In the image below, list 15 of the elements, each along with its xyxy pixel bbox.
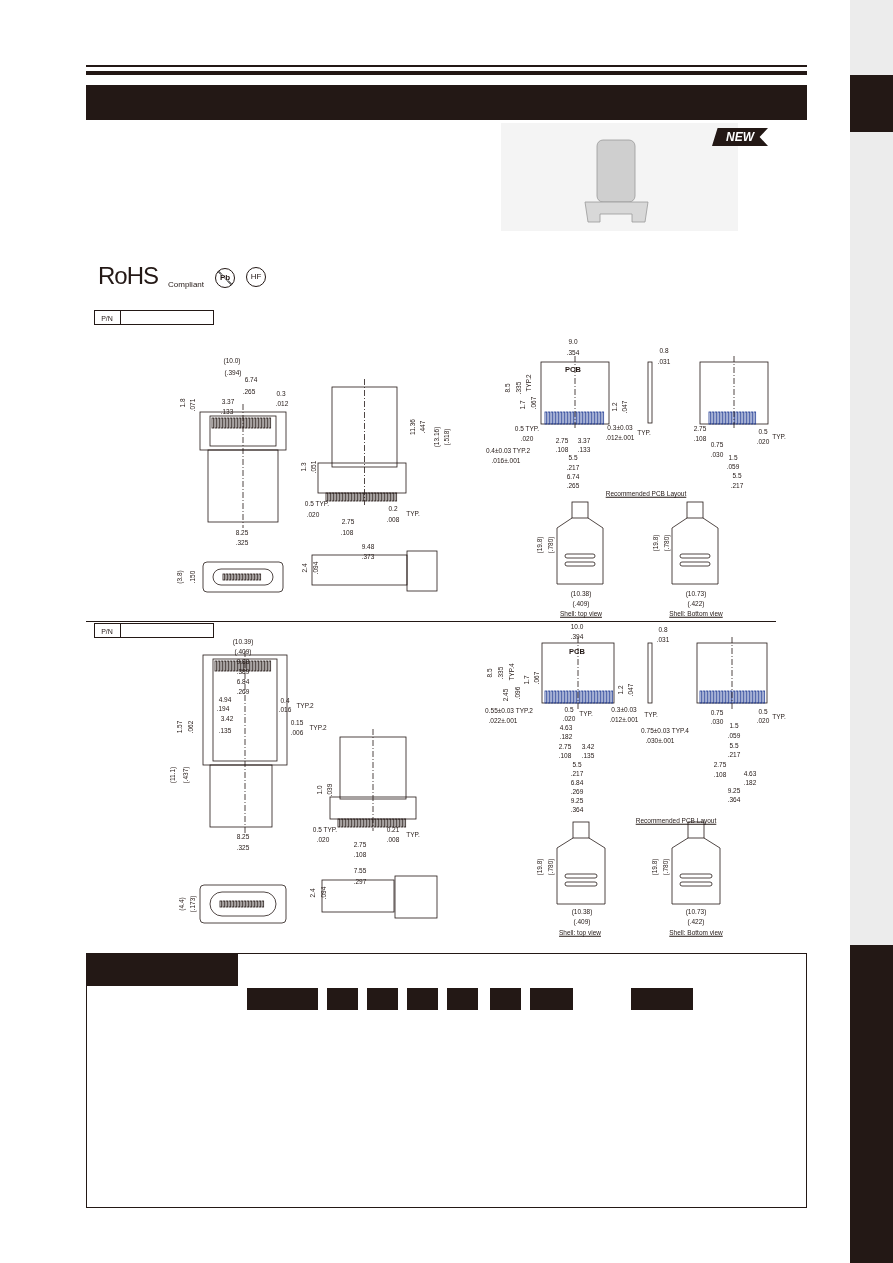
section-tab — [850, 945, 893, 1263]
section-tab — [850, 75, 893, 132]
code-segment-block — [447, 988, 478, 1010]
new-tag: NEW — [712, 128, 768, 146]
code-segment-block — [327, 988, 358, 1010]
compliance-note: Compliant — [168, 281, 204, 289]
code-segment-block — [530, 988, 573, 1010]
code-segment-block — [407, 988, 438, 1010]
code-segment-block — [367, 988, 398, 1010]
code-segment-block — [631, 988, 693, 1010]
code-segment-block — [247, 988, 318, 1010]
panel-heading-bar — [86, 953, 238, 986]
rohs-mark: RoHS — [98, 264, 158, 288]
code-segment-block — [490, 988, 521, 1010]
title-bar — [86, 85, 807, 120]
